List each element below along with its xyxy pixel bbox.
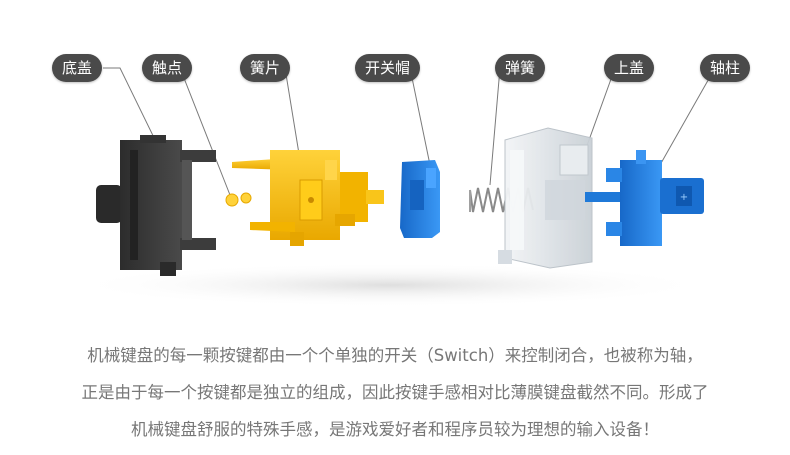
- exploded-diagram: + 底盖 触点 簧片 开关帽 弹簧 上盖 轴柱: [52, 54, 751, 307]
- caption-line-3: 机械键盘舒服的特殊手感，是游戏爱好者和程序员较为理想的输入设备！: [131, 420, 659, 439]
- caption-line-2: 正是由于每一个按键都是独立的组成，因此按键手感相对比薄膜键盘截然不同。形成了: [81, 383, 709, 402]
- top-cover-part: [498, 127, 593, 269]
- caption-line-1: 机械键盘的每一颗按键都由一个个单独的开关（Switch）来控制闭合，也被称为轴，: [87, 346, 703, 365]
- label-bottom-cover: 底盖: [52, 54, 103, 82]
- ground-shadow: [70, 263, 710, 307]
- svg-text:+: +: [680, 192, 688, 203]
- bottom-cover-part: [96, 135, 216, 276]
- label-stem: 轴柱: [700, 54, 751, 82]
- label-top-cover: 上盖: [604, 54, 655, 82]
- switch-parts-illustration: +: [70, 67, 730, 307]
- switch-cap-part: [400, 160, 440, 238]
- label-switch-cap: 开关帽: [355, 54, 421, 82]
- label-contacts: 触点: [142, 54, 193, 82]
- label-spring: 弹簧: [495, 54, 546, 82]
- contacts-part: [225, 192, 252, 207]
- leaf-spring-part: [232, 150, 384, 246]
- stem-part: +: [585, 150, 704, 246]
- label-leaf-spring: 簧片: [240, 54, 291, 82]
